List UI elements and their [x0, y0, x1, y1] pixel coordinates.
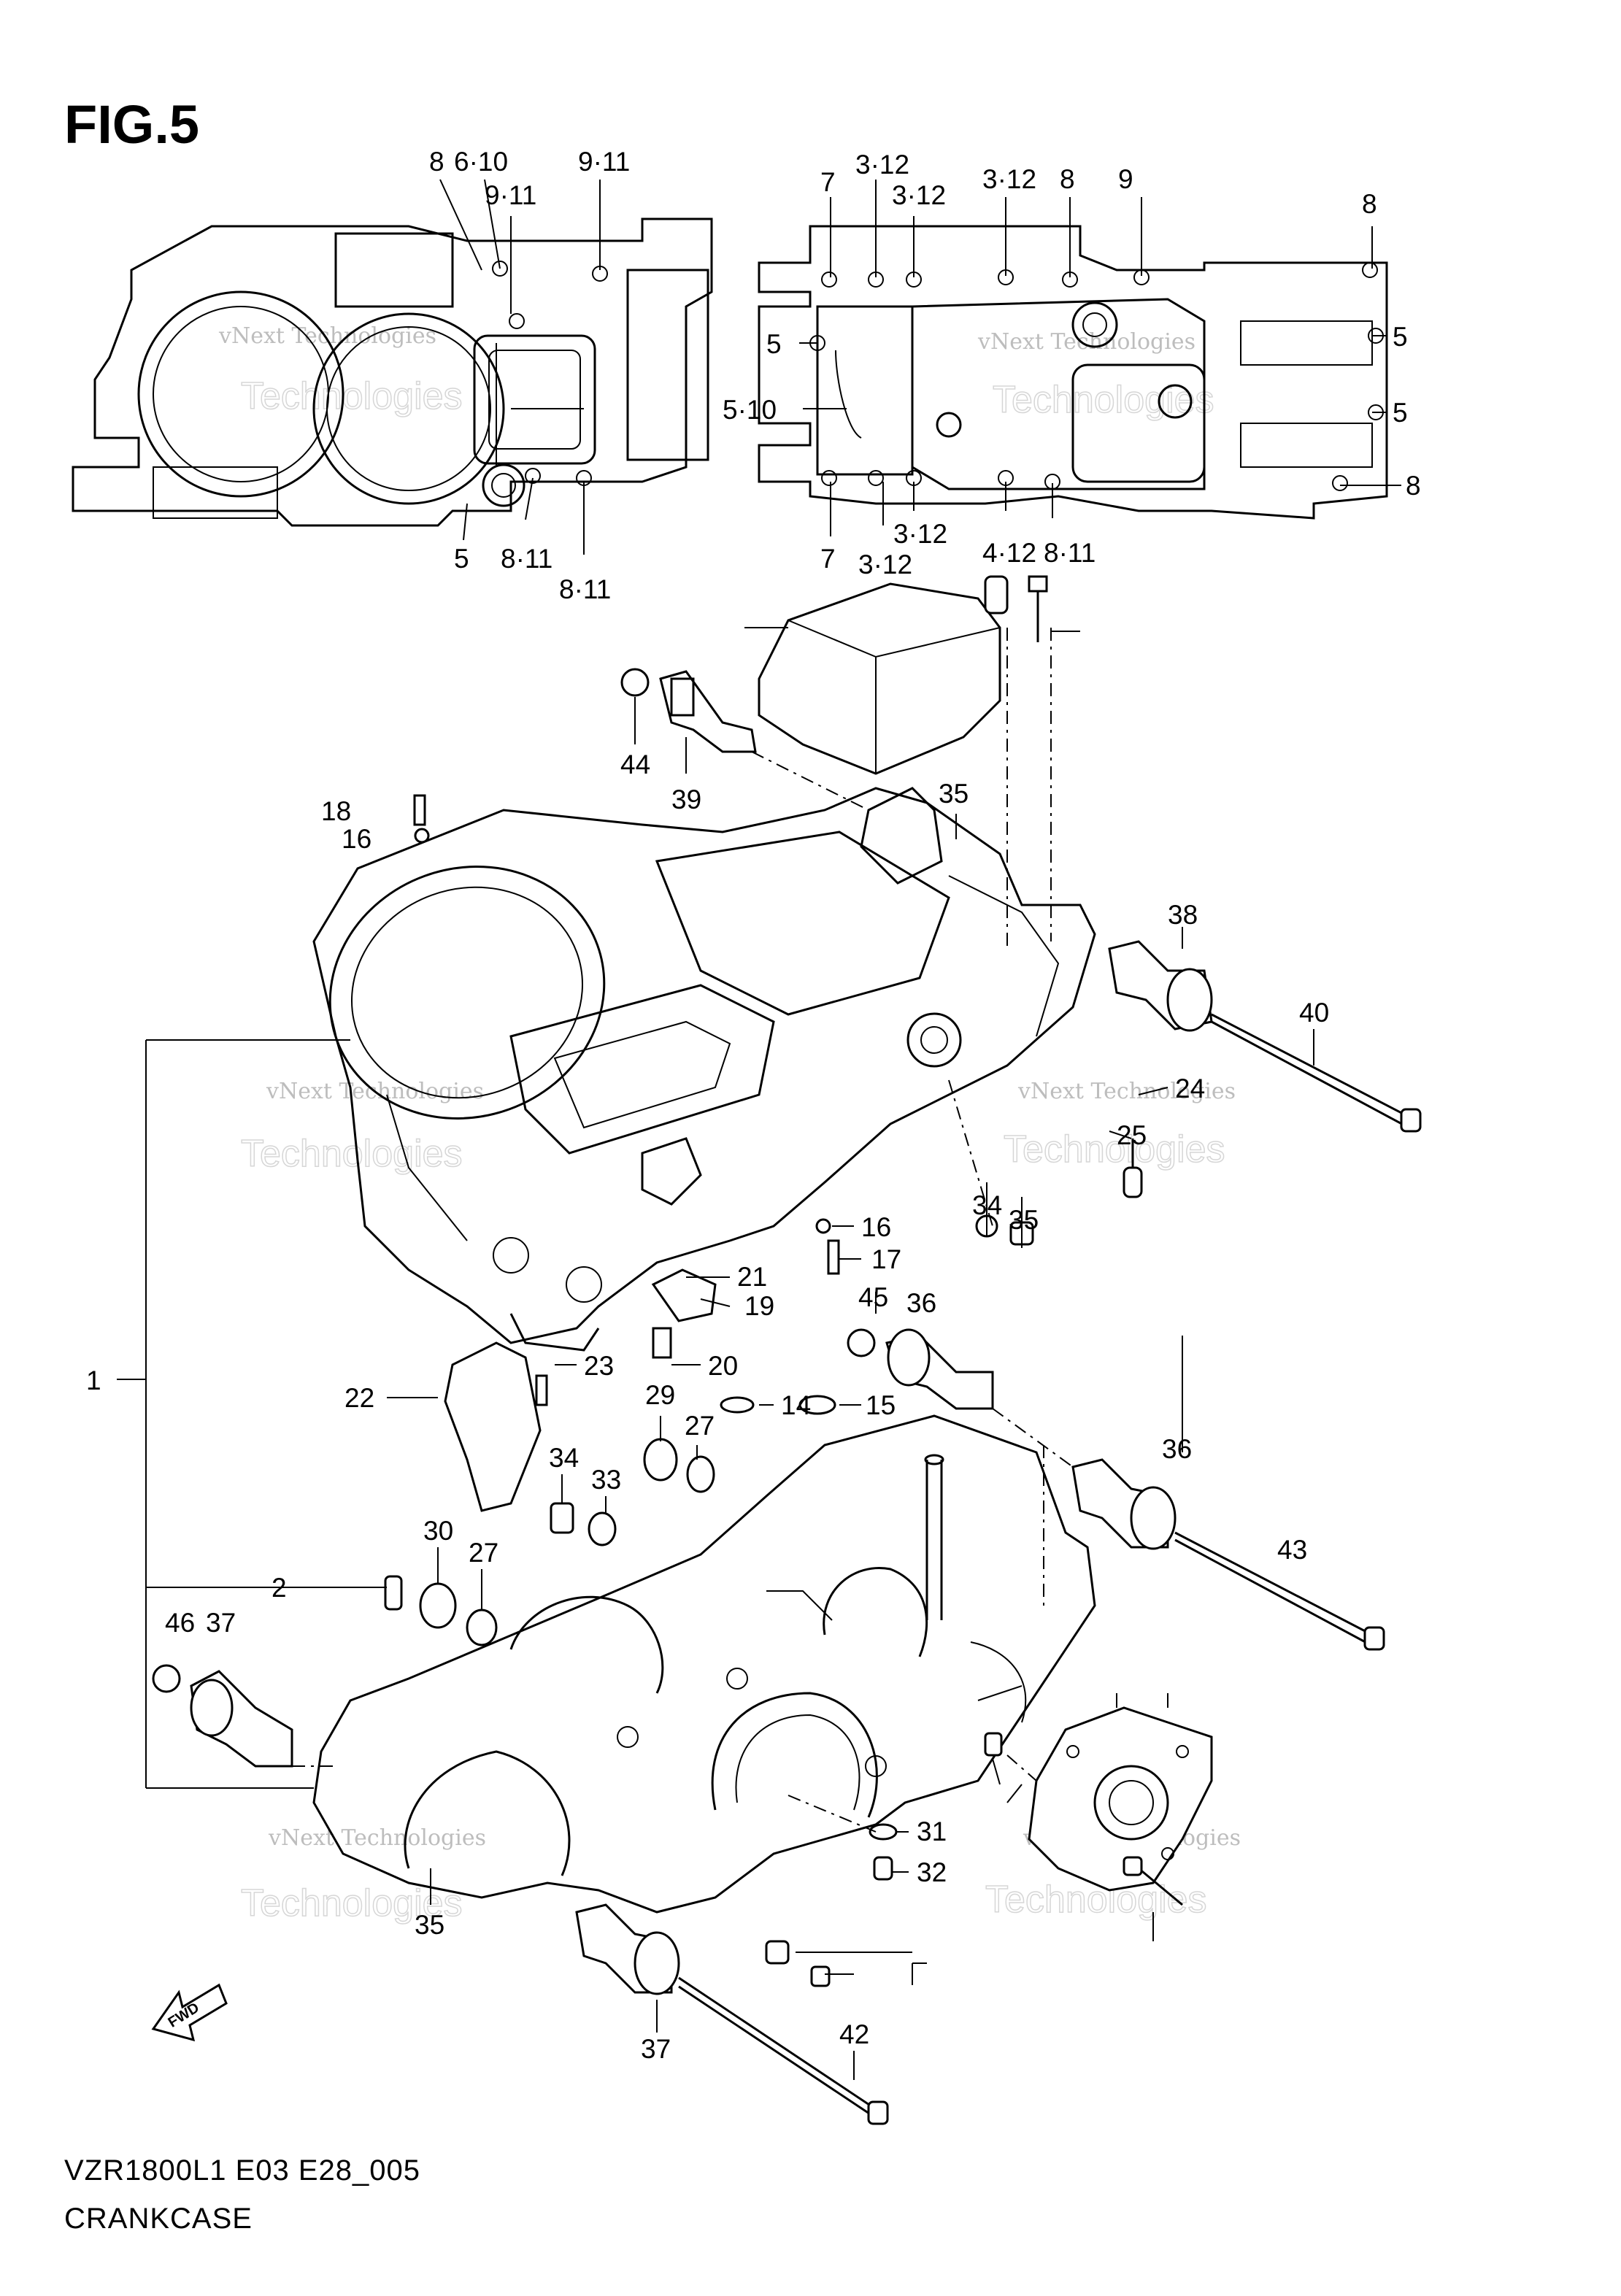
- callout-label: 40: [1299, 998, 1329, 1028]
- callout-label: 16: [342, 824, 371, 854]
- callout-label: 3·12: [892, 180, 946, 210]
- watermark-text: Technologies: [993, 379, 1214, 421]
- callout-label: 5: [1393, 322, 1408, 352]
- watermark-text: Technologies: [241, 1882, 463, 1925]
- callout-label: 2: [272, 1573, 287, 1603]
- callout-label: 8: [1406, 471, 1421, 501]
- callout-label: 7: [820, 544, 836, 574]
- callout-label: 29: [645, 1380, 675, 1410]
- callout-label: 6·10: [454, 147, 508, 177]
- leader-lines: [307, 179, 1401, 2080]
- callout-label: 3·12: [982, 164, 1036, 194]
- callout-label: 8: [1362, 189, 1377, 219]
- fwd-arrow-icon: FWD: [151, 1983, 228, 2042]
- callout-label: 8: [1060, 164, 1075, 194]
- callout-label: 27: [469, 1538, 498, 1568]
- assembly-bracket: [117, 1039, 927, 1985]
- callout-label: 27: [685, 1411, 715, 1441]
- callout-label: 32: [917, 1857, 947, 1887]
- watermark-text: Technologies: [241, 375, 463, 417]
- watermark-text: vNext Technologies: [268, 1825, 486, 1851]
- callout-label: 33: [591, 1465, 621, 1495]
- callout-label: 17: [871, 1244, 901, 1274]
- watermark-text: Technologies: [1004, 1128, 1225, 1171]
- watermark-text: vNext Technologies: [1017, 1079, 1236, 1104]
- callout-label: 7: [820, 167, 836, 197]
- callout-label: 44: [620, 750, 650, 779]
- callout-label: 5: [1393, 398, 1408, 428]
- callout-label: 8: [429, 147, 444, 177]
- alignment-lines: [292, 628, 1074, 1833]
- callout-label: 15: [866, 1390, 896, 1420]
- callout-label: 5·10: [723, 395, 777, 425]
- figure-name: CRANKCASE: [64, 2203, 253, 2235]
- callout-label: 5: [766, 329, 782, 359]
- upper-crankcase-top-view: [72, 217, 713, 527]
- callout-label: 3·12: [858, 550, 912, 579]
- model-code: VZR1800L1 E03 E28_005: [64, 2154, 421, 2187]
- callout-label: 16: [861, 1212, 891, 1242]
- oil-jet-assemblies: [152, 668, 1422, 2125]
- callout-label: 34: [972, 1190, 1002, 1220]
- callout-label: 35: [415, 1910, 444, 1940]
- callout-label: 20: [708, 1351, 738, 1381]
- callout-label: 8·11: [1044, 538, 1096, 568]
- callout-label: 23: [584, 1351, 614, 1381]
- callout-label: 1: [86, 1365, 101, 1395]
- watermark-text: Technologies: [241, 1133, 463, 1175]
- callout-label: 14: [781, 1390, 811, 1420]
- callout-label: 5: [454, 544, 469, 574]
- callout-label: 36: [1162, 1434, 1192, 1464]
- callout-label: 8·11: [501, 544, 552, 574]
- callout-label: 18: [321, 796, 351, 826]
- oil-pump-cover: [1028, 1706, 1213, 1892]
- callout-label: 38: [1168, 900, 1198, 930]
- callout-label: 46: [165, 1608, 195, 1638]
- callout-label: 37: [641, 2034, 671, 2064]
- figure-title: FIG.5: [64, 94, 200, 155]
- callout-label: 37: [206, 1608, 236, 1638]
- lower-crankcase-bottom-view: [758, 225, 1388, 520]
- callout-label: 21: [737, 1262, 767, 1292]
- callout-label: 4·12: [982, 538, 1036, 568]
- lower-crankcase-body: [312, 1414, 1096, 1914]
- callout-label: 8·11: [559, 574, 611, 604]
- callout-label: 22: [344, 1383, 374, 1413]
- callout-label: 25: [1117, 1120, 1147, 1150]
- callout-labels: 8 6·10 9·11 9·11 5 8·11 8·11 7 3·12 3·12…: [86, 147, 1421, 2064]
- callout-label: 30: [423, 1516, 453, 1546]
- upper-crankcase-body: [312, 787, 1096, 1352]
- callout-label: 24: [1175, 1074, 1205, 1103]
- callout-label: 9·11: [578, 147, 630, 177]
- callout-label: 9: [1118, 164, 1133, 194]
- callout-label: 36: [906, 1288, 936, 1318]
- callout-label: 3·12: [855, 150, 909, 180]
- callout-label: 43: [1277, 1535, 1307, 1565]
- callout-label: 34: [549, 1443, 579, 1473]
- callout-label: 35: [1009, 1205, 1039, 1235]
- callout-label: 19: [744, 1291, 774, 1321]
- callout-label: 3·12: [893, 519, 947, 549]
- callout-label: 42: [839, 2019, 869, 2049]
- callout-label: 9·11: [485, 180, 536, 210]
- callout-label: 31: [917, 1817, 947, 1846]
- callout-label: 45: [858, 1282, 888, 1312]
- callout-label: 39: [671, 785, 701, 814]
- breather-cover: [758, 575, 1048, 775]
- callout-label: 35: [939, 779, 969, 809]
